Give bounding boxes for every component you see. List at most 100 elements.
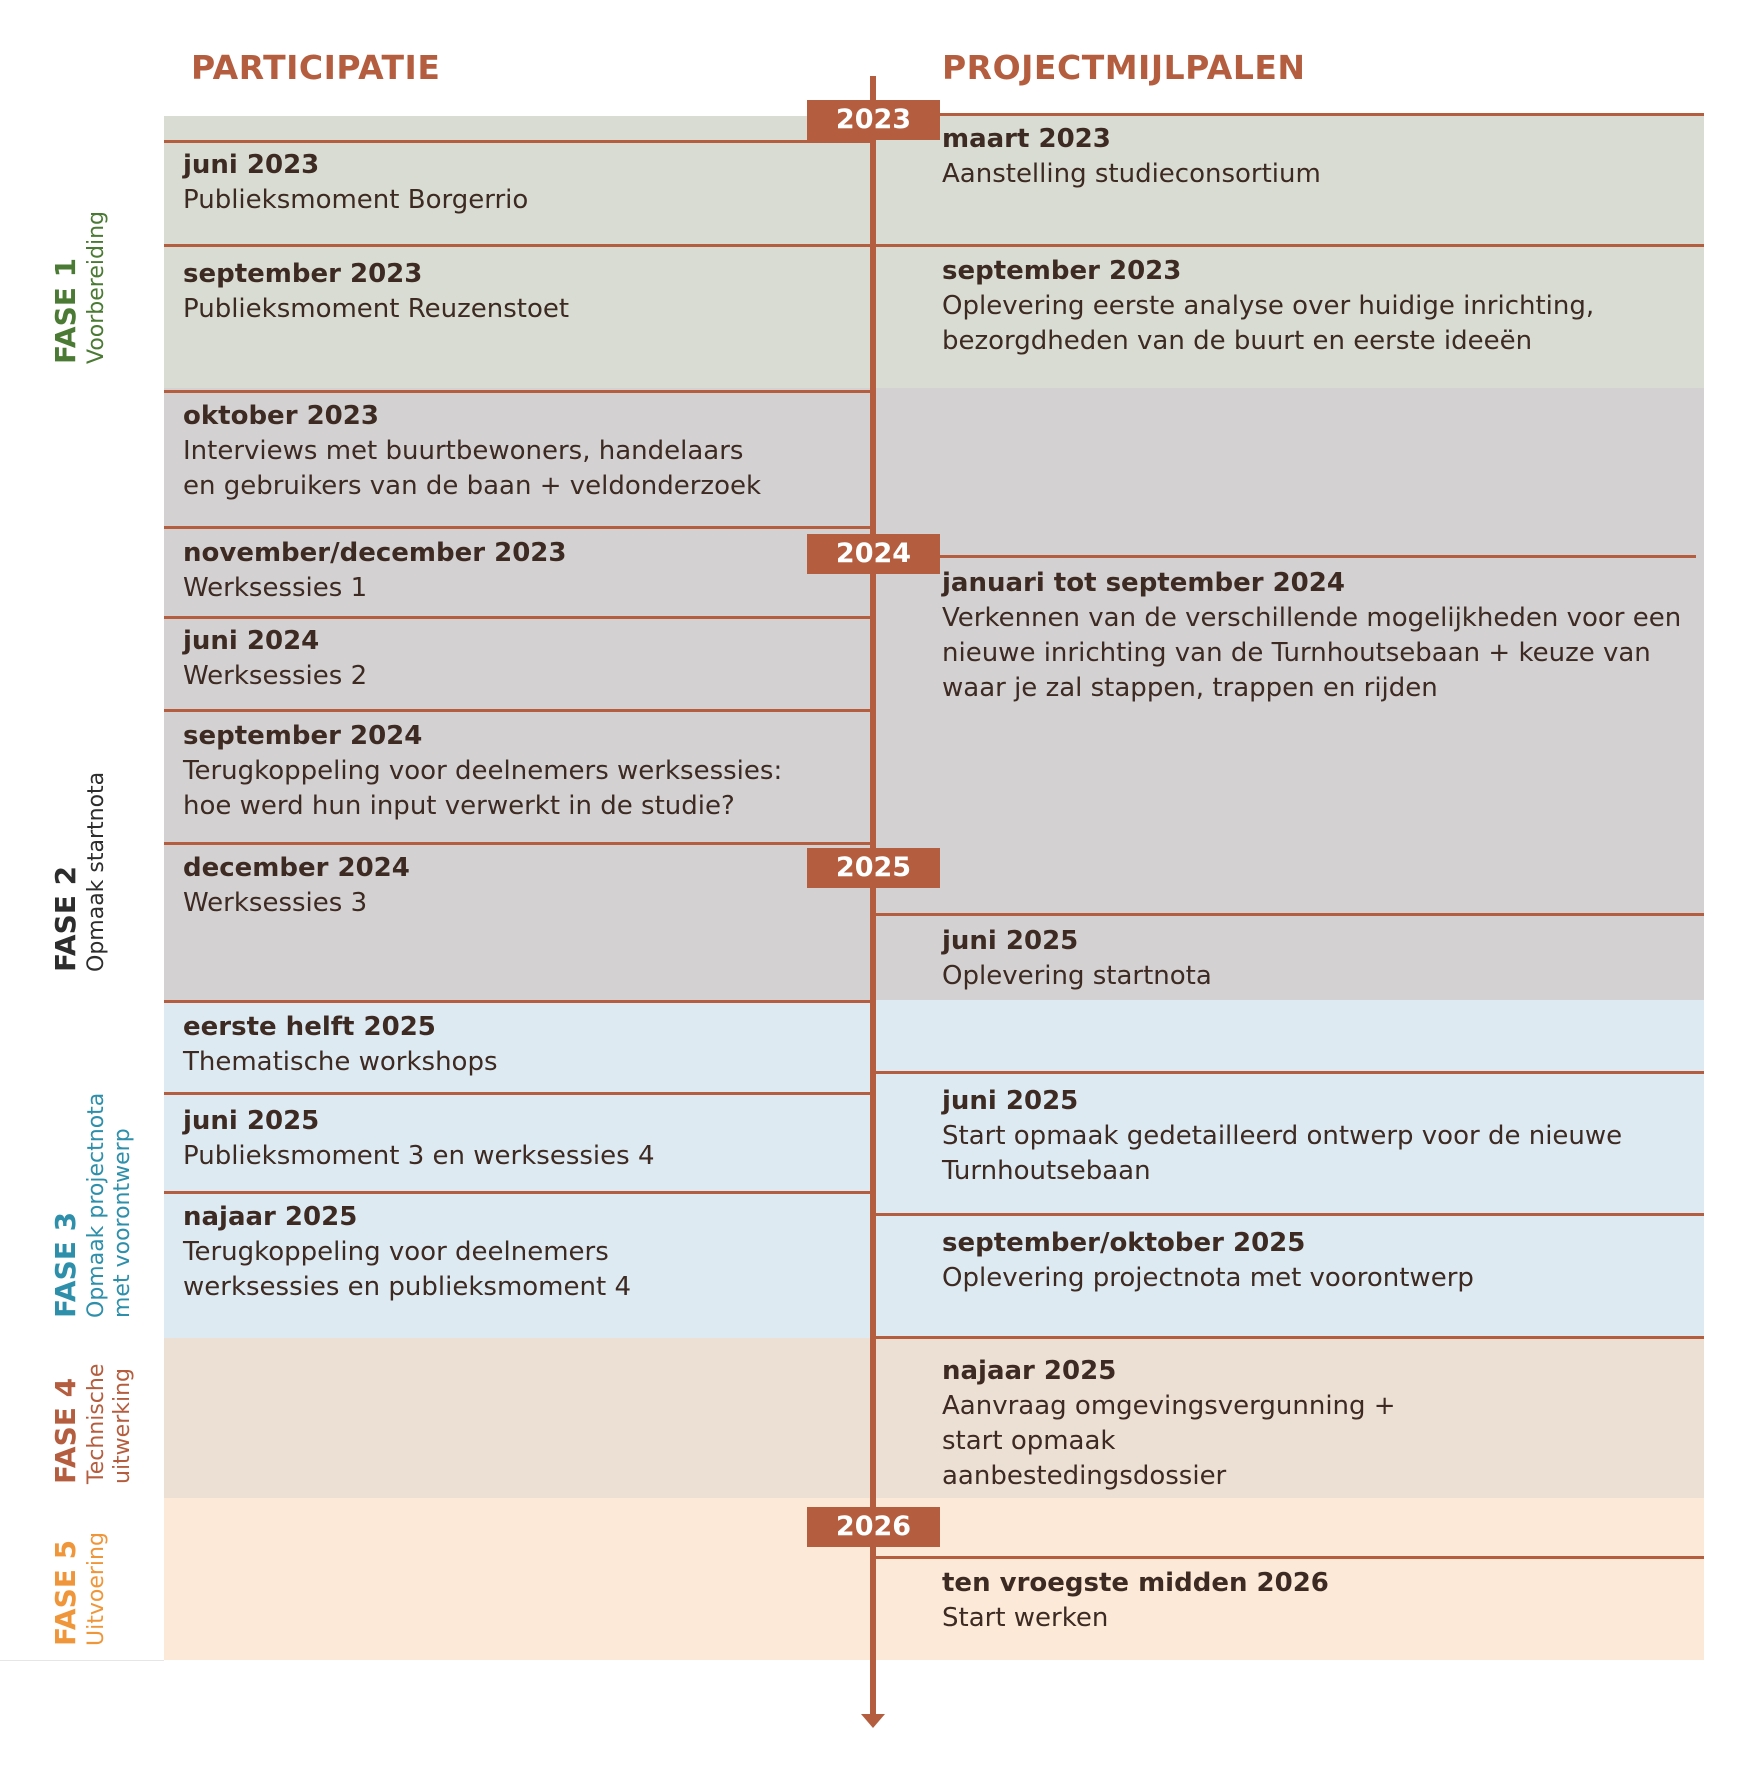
entry-text: Publieksmoment Reuzenstoet	[183, 294, 570, 324]
timeline-axis	[870, 76, 876, 1721]
participatie-entry: eerste helft 2025 Thematische workshops	[183, 1010, 853, 1080]
entry-date: november/december 2023	[183, 538, 567, 568]
fase4-band	[164, 1338, 1704, 1498]
participatie-divider	[164, 709, 870, 712]
entry-text: Start werken	[942, 1603, 1109, 1633]
phase-title: FASE 1	[49, 257, 82, 364]
entry-text: Terugkoppeling voor deelnemers werksessi…	[183, 1237, 631, 1302]
fase3-band	[164, 1000, 1704, 1338]
entry-date: najaar 2025	[942, 1356, 1117, 1386]
phase-subtitle: Technische uitwerking	[84, 1363, 135, 1484]
entry-text: Interviews met buurtbewoners, handelaars…	[183, 436, 762, 501]
fase2-band	[164, 388, 1704, 1000]
year-2024: 2024	[807, 534, 940, 574]
participatie-entry: oktober 2023 Interviews met buurtbewoner…	[183, 399, 763, 504]
mijlpaal-entry: september 2023 Oplevering eerste analyse…	[942, 254, 1642, 359]
year-2023: 2023	[807, 100, 940, 140]
phase-subtitle: Uitvoering	[84, 1532, 109, 1646]
entry-date: juni 2025	[183, 1106, 320, 1136]
participatie-entry: najaar 2025 Terugkoppeling voor deelneme…	[183, 1200, 633, 1305]
mijlpaal-entry: ten vroegste midden 2026 Start werken	[942, 1566, 1682, 1636]
entry-text: Verkennen van de verschillende mogelijkh…	[942, 603, 1682, 703]
entry-date: september 2023	[942, 256, 1182, 286]
phase-title: FASE 5	[49, 1539, 82, 1646]
mijlpaal-entry: maart 2023 Aanstelling studieconsortium	[942, 122, 1682, 192]
mijlpaal-divider	[876, 913, 1704, 916]
entry-text: Oplevering eerste analyse over huidige i…	[942, 291, 1595, 356]
phase-label-3: FASE 3 Opmaak projectnota met voorontwer…	[48, 1078, 158, 1318]
participatie-divider	[164, 244, 870, 247]
participatie-divider	[164, 842, 870, 845]
participatie-entry: september 2024 Terugkoppeling voor deeln…	[183, 719, 783, 824]
entry-date: juni 2023	[183, 150, 320, 180]
phase-label-2: FASE 2 Opmaak startnota	[48, 712, 158, 972]
participatie-divider	[164, 1191, 870, 1194]
phase-title: FASE 2	[49, 865, 82, 972]
entry-text: Werksessies 1	[183, 573, 368, 603]
mijlpaal-divider	[876, 113, 1704, 116]
entry-text: Oplevering startnota	[942, 961, 1212, 991]
entry-text: Start opmaak gedetailleerd ontwerp voor …	[942, 1121, 1623, 1186]
projectmijlpalen-header: PROJECTMIJLPALEN	[942, 48, 1306, 87]
entry-date: januari tot september 2024	[942, 568, 1345, 598]
entry-text: Werksessies 2	[183, 661, 368, 691]
entry-text: Aanvraag omgevingsvergunning + start opm…	[942, 1391, 1396, 1491]
mijlpaal-entry: najaar 2025 Aanvraag omgevingsvergunning…	[942, 1354, 1402, 1494]
entry-date: september/oktober 2025	[942, 1228, 1306, 1258]
mijlpaal-divider	[876, 1071, 1704, 1074]
participatie-entry: november/december 2023 Werksessies 1	[183, 536, 783, 606]
entry-date: september 2023	[183, 259, 423, 289]
year-2025: 2025	[807, 848, 940, 888]
phase-label-1: FASE 1 Voorbereiding	[48, 144, 158, 364]
year-2026: 2026	[807, 1507, 940, 1547]
arrow-down-icon	[861, 1714, 885, 1728]
entry-date: eerste helft 2025	[183, 1012, 436, 1042]
entry-text: Publieksmoment 3 en werksessies 4	[183, 1141, 655, 1171]
entry-date: maart 2023	[942, 124, 1111, 154]
mijlpaal-divider	[876, 1336, 1704, 1339]
entry-date: oktober 2023	[183, 401, 379, 431]
participatie-entry: juni 2023 Publieksmoment Borgerrio	[183, 148, 853, 218]
fase5-bottom-rule	[0, 1660, 164, 1661]
participatie-header: PARTICIPATIE	[191, 48, 441, 87]
mijlpaal-entry: september/oktober 2025 Oplevering projec…	[942, 1226, 1682, 1296]
phase-subtitle: Opmaak startnota	[84, 771, 109, 972]
entry-text: Terugkoppeling voor deelnemers werksessi…	[183, 756, 783, 821]
participatie-divider	[164, 526, 870, 529]
participatie-divider	[164, 140, 870, 143]
phase-label-4: FASE 4 Technische uitwerking	[48, 1344, 158, 1484]
participatie-divider	[164, 616, 870, 619]
entry-date: september 2024	[183, 721, 423, 751]
entry-date: najaar 2025	[183, 1202, 358, 1232]
participatie-divider	[164, 1000, 870, 1003]
entry-text: Publieksmoment Borgerrio	[183, 185, 529, 215]
phase-subtitle: Opmaak projectnota met voorontwerp	[84, 1092, 135, 1318]
participatie-entry: september 2023 Publieksmoment Reuzenstoe…	[183, 257, 853, 327]
participatie-entry: december 2024 Werksessies 3	[183, 851, 783, 921]
mijlpaal-divider	[876, 1213, 1704, 1216]
mijlpaal-divider	[876, 244, 1704, 247]
mijlpaal-divider	[876, 1556, 1704, 1559]
mijlpaal-entry: juni 2025 Start opmaak gedetailleerd ont…	[942, 1084, 1642, 1189]
entry-date: juni 2025	[942, 1086, 1079, 1116]
entry-date: juni 2025	[942, 926, 1079, 956]
mijlpaal-entry: januari tot september 2024 Verkennen van…	[942, 566, 1682, 706]
entry-text: Aanstelling studieconsortium	[942, 159, 1321, 189]
entry-text: Werksessies 3	[183, 888, 368, 918]
mijlpaal-divider	[876, 555, 1696, 558]
phase-title: FASE 3	[49, 1211, 82, 1318]
participatie-divider	[164, 1092, 870, 1095]
entry-text: Oplevering projectnota met voorontwerp	[942, 1263, 1474, 1293]
entry-date: december 2024	[183, 853, 410, 883]
phase-subtitle: Voorbereiding	[84, 210, 109, 364]
mijlpaal-entry: juni 2025 Oplevering startnota	[942, 924, 1682, 994]
phase-label-5: FASE 5 Uitvoering	[48, 1486, 158, 1646]
phase-title: FASE 4	[49, 1377, 82, 1484]
participatie-entry: juni 2025 Publieksmoment 3 en werksessie…	[183, 1104, 853, 1174]
entry-date: juni 2024	[183, 626, 320, 656]
participatie-entry: juni 2024 Werksessies 2	[183, 624, 853, 694]
entry-date: ten vroegste midden 2026	[942, 1568, 1329, 1598]
participatie-divider	[164, 390, 870, 393]
entry-text: Thematische workshops	[183, 1047, 498, 1077]
fase1-band	[164, 116, 1704, 388]
